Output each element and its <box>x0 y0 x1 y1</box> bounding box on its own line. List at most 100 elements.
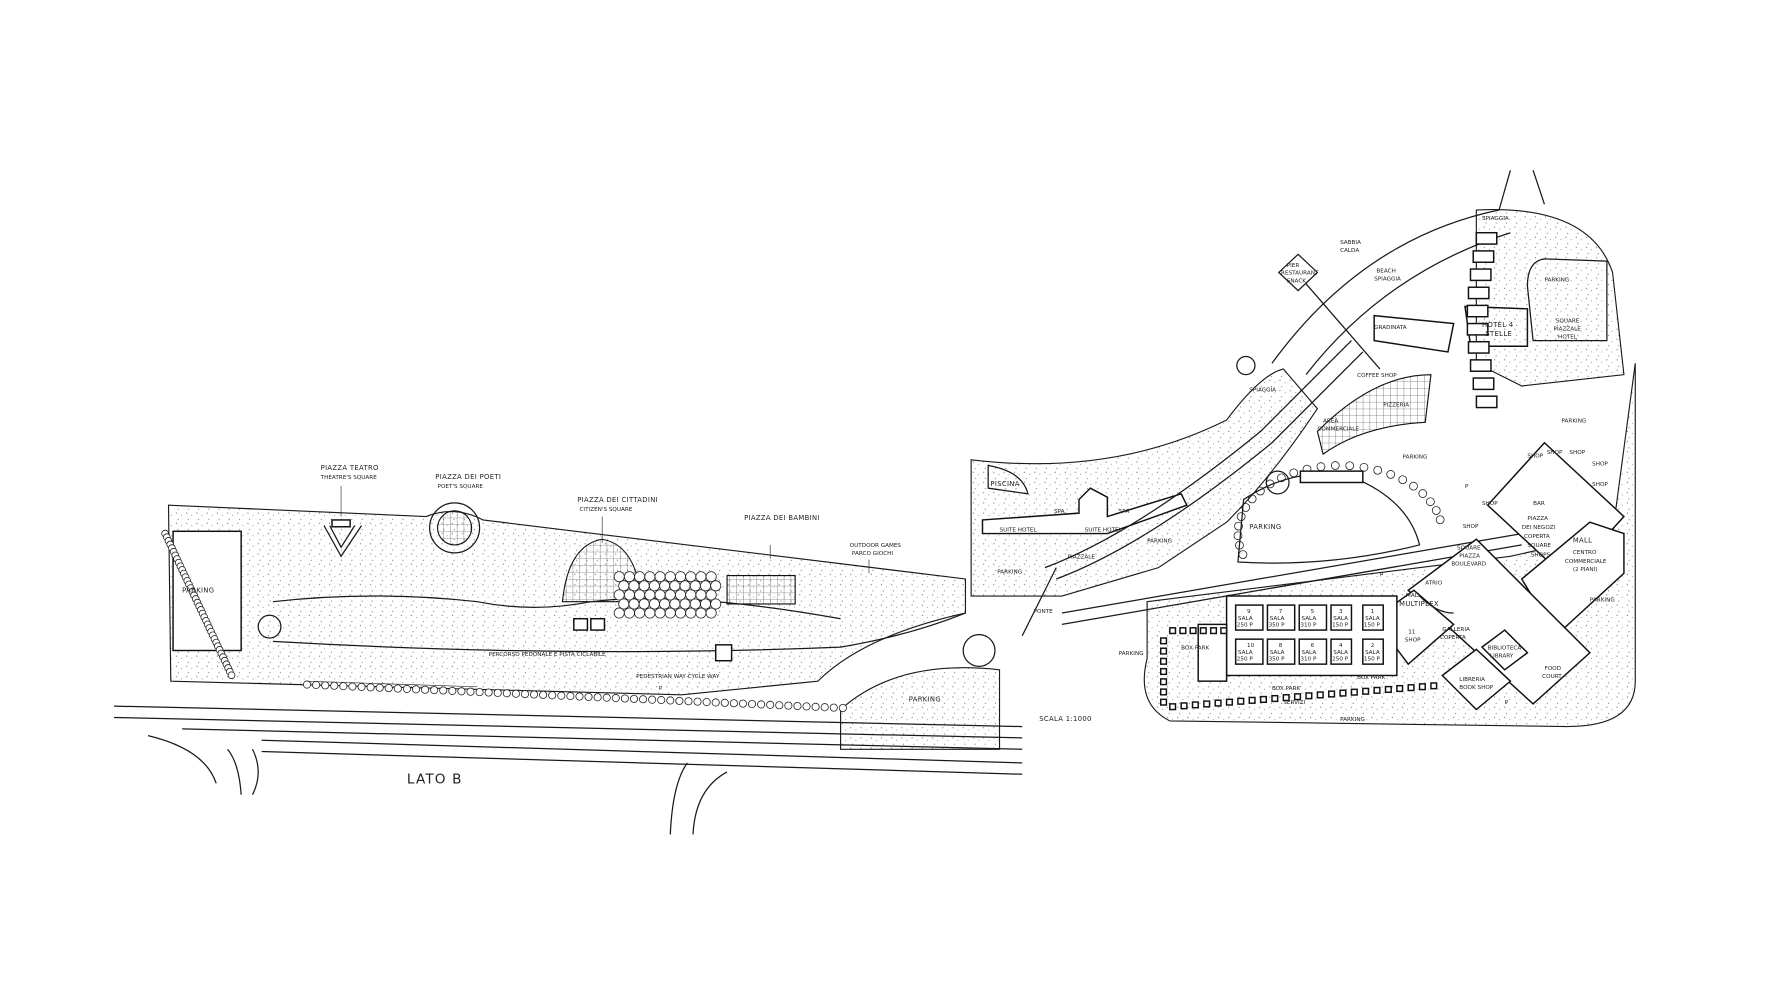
tree-icon <box>675 696 684 705</box>
tree-icon <box>693 697 702 706</box>
box-stall <box>1282 694 1290 702</box>
box-stall <box>1430 682 1438 690</box>
hotel-room-block <box>1466 322 1489 336</box>
central-parking-label: PARKING <box>1249 523 1281 531</box>
cinema-room-box <box>1362 638 1384 665</box>
sand-label: CALDA <box>1340 248 1359 254</box>
tree-icon <box>1409 481 1418 491</box>
mall-complex <box>1143 363 1636 728</box>
tree-icon <box>659 598 671 610</box>
tree-icon <box>669 598 681 610</box>
tree-icon <box>611 694 620 703</box>
box-stall <box>1199 627 1207 635</box>
tree-icon <box>695 571 707 583</box>
box-stall <box>1220 627 1228 635</box>
box-stall <box>1179 627 1187 635</box>
tree-icon <box>1359 462 1369 472</box>
mall-label: COMMERCIALE <box>1565 559 1607 565</box>
cinema-room-label: SALA <box>1238 616 1253 622</box>
hotel-room-block <box>1475 231 1498 245</box>
tree-icon <box>711 698 720 707</box>
cinema-room-number: 8 <box>1279 643 1283 649</box>
tree-icon <box>784 701 793 710</box>
box-stall <box>1169 627 1177 635</box>
outdoor-games-label: OUTDOOR GAMES <box>850 543 902 549</box>
tree-icon <box>664 607 676 619</box>
commercial-area-label: AREA <box>1323 418 1338 424</box>
tree-icon <box>330 681 339 690</box>
tree-icon <box>705 607 717 619</box>
suite-hotel-label: SUITE HOTEL <box>1000 527 1038 533</box>
tree-icon <box>710 580 722 592</box>
spiaggia-label: SPIAGGIA <box>1482 216 1509 222</box>
covered-square-label: COPERTA <box>1524 534 1550 540</box>
tree-icon <box>1330 461 1340 470</box>
tree-icon <box>548 691 557 700</box>
tree-icon <box>748 700 757 709</box>
atrium-label: ATRIO <box>1425 581 1442 587</box>
cinema-room-label: SALA <box>1270 650 1285 656</box>
box-stall <box>1159 678 1168 686</box>
tree-icon <box>384 684 393 693</box>
cinema-room-capacity: 350 P <box>1269 657 1286 663</box>
cinema-room-number: 9 <box>1247 609 1251 615</box>
parco-giochi-label: PARCO GIOCHI <box>852 551 893 557</box>
tree-icon <box>654 589 666 601</box>
tree-rows <box>161 461 1445 713</box>
tree-icon <box>539 690 548 699</box>
tree-icon <box>430 686 439 695</box>
childrens-square-label: PIAZZA DEI BAMBINI <box>744 514 820 522</box>
tree-icon <box>684 697 693 706</box>
tree-icon <box>1316 462 1326 472</box>
tree-icon <box>729 699 738 708</box>
p-label: P <box>1505 700 1509 706</box>
tree-icon <box>659 580 671 592</box>
tree-icon <box>357 682 366 691</box>
cinema-room-number: 3 <box>1339 609 1343 615</box>
box-stall <box>1350 688 1358 696</box>
cinema-room-box <box>1330 604 1353 631</box>
tree-icon <box>1238 550 1248 559</box>
tree-icon <box>628 598 640 610</box>
cinema-room-box <box>1266 638 1296 665</box>
tree-icon <box>793 701 802 711</box>
box-stall <box>1271 694 1279 703</box>
box-stall <box>1407 684 1415 692</box>
beach-commercial-area <box>1236 170 1625 564</box>
tree-icon <box>710 598 722 610</box>
box-stall <box>1259 695 1268 704</box>
cinema-room-number: 10 <box>1247 643 1255 649</box>
tree-icon <box>511 689 520 698</box>
tree-icon <box>402 684 411 693</box>
tree-icon <box>1418 489 1428 498</box>
hotel-label: HOTEL 4 <box>1482 321 1514 329</box>
tree-icon <box>644 607 656 619</box>
box-park-stalls <box>1159 627 1438 711</box>
tree-icon <box>613 607 625 619</box>
shop-label: SHOP <box>1463 524 1479 530</box>
citizens-square-label-en: CITIZEN'S SQUARE <box>579 507 632 513</box>
p-label: P <box>1465 484 1469 490</box>
hotel-parking-label: PARKING <box>997 569 1022 575</box>
cinema-room-label: SALA <box>1238 650 1253 656</box>
cinema-room-capacity: 150 P <box>1364 623 1381 629</box>
box-park-label: BOX PARK <box>1272 686 1300 692</box>
box-stall <box>1159 667 1168 676</box>
pier-label: RESTAURANT <box>1281 271 1319 277</box>
library-label: BIBLIOTECA <box>1488 645 1522 651</box>
tree-icon <box>628 580 640 592</box>
sand-label: SABBIA <box>1340 240 1361 246</box>
tree-icon <box>699 580 711 592</box>
p-label: P <box>1380 573 1384 579</box>
box-stall <box>1180 702 1188 710</box>
tree-icon <box>623 607 635 619</box>
tree-icon <box>1373 465 1383 475</box>
cinema-room-number: 6 <box>1311 643 1315 649</box>
services-label: SERVIZI <box>1283 700 1305 706</box>
cinema-room-number: 7 <box>1279 609 1283 615</box>
tree-icon <box>457 687 466 696</box>
